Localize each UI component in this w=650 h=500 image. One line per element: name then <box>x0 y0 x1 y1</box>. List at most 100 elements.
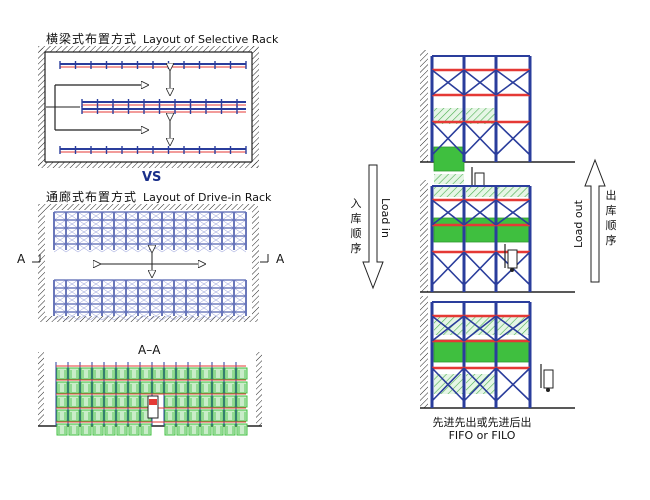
pallet-cell <box>68 409 80 422</box>
pallet-cell <box>140 423 152 436</box>
pallet-cell <box>164 423 176 436</box>
pallet-cell <box>68 395 80 408</box>
pallet-cell <box>116 409 128 422</box>
pallet-cell <box>200 395 212 408</box>
pallet-cell <box>212 395 224 408</box>
pallet-cell <box>56 395 68 408</box>
pallet-cell <box>68 423 80 436</box>
forklift-icon <box>504 244 518 272</box>
pallet-cell <box>80 381 92 394</box>
load-out-char: 库 <box>605 204 617 217</box>
load-out-char: 序 <box>605 234 617 247</box>
fifo-elevation-panels <box>420 50 575 409</box>
pallet-cell <box>104 423 116 436</box>
pallet-cell <box>152 381 164 394</box>
drive-in-title-en: Layout of Drive-in Rack <box>143 191 272 204</box>
pallet-cell <box>176 409 188 422</box>
pallet-cell <box>164 367 176 380</box>
load-out-char: 出 <box>605 189 617 202</box>
pallet-cell <box>224 395 236 408</box>
pallet-cell <box>92 367 104 380</box>
pallet-cell <box>236 381 248 394</box>
load-in-arrow <box>362 164 384 290</box>
pallet-cell <box>104 395 116 408</box>
pallet-cell <box>176 395 188 408</box>
pallet-cell <box>104 381 116 394</box>
pallet-cell <box>164 409 176 422</box>
section-aa-label: A–A <box>138 343 161 357</box>
pallet-cell <box>92 381 104 394</box>
pallet-cell <box>188 395 200 408</box>
pallet-cell <box>236 423 248 436</box>
pallet-cell <box>212 423 224 436</box>
pallet-cell <box>92 409 104 422</box>
section-marker-right: A <box>276 252 285 266</box>
pallet-cell <box>212 409 224 422</box>
selective-rack-row <box>59 61 247 69</box>
pallet-cell <box>152 367 164 380</box>
pallet-cell <box>104 367 116 380</box>
load-in-char: 入 <box>350 197 362 210</box>
pallet-cell <box>92 423 104 436</box>
pallet-cell <box>80 423 92 436</box>
pallet-cell <box>128 423 140 436</box>
selective-rack-row <box>81 106 246 114</box>
pallet-cell <box>104 409 116 422</box>
pallet-cell <box>200 367 212 380</box>
pallet-cell <box>176 381 188 394</box>
pallet-cell <box>236 395 248 408</box>
pallet-cell <box>116 395 128 408</box>
pallet-cell <box>128 395 140 408</box>
pallet-cell <box>212 367 224 380</box>
rack-elevation-panel <box>420 296 575 409</box>
drive-in-rack-block <box>53 279 247 321</box>
vs-label: VS <box>142 170 162 185</box>
pallet-cell <box>176 423 188 436</box>
load-in-cn-label: 入 库 顺 序 <box>349 196 363 256</box>
load-in-char: 顺 <box>350 227 362 240</box>
pallet-cell <box>236 409 248 422</box>
drive-in-rack-layout <box>32 204 269 322</box>
pallet-cell <box>140 381 152 394</box>
pallet-cell <box>188 381 200 394</box>
pallet-cell <box>80 395 92 408</box>
load-out-arrow <box>584 158 606 283</box>
pallet-cell <box>188 409 200 422</box>
caption-cn: 先进先出或先进后出 <box>432 416 532 429</box>
pallet-cell <box>140 367 152 380</box>
drive-in-title-cn: 通廊式布置方式 <box>46 190 138 204</box>
pallet-cell <box>116 423 128 436</box>
pallet-cell <box>200 423 212 436</box>
pallet-cell <box>56 381 68 394</box>
pallet-cell <box>164 381 176 394</box>
pallet-cell <box>56 409 68 422</box>
selective-title-cn: 横梁式布置方式 <box>46 32 138 46</box>
pallet-cell <box>128 367 140 380</box>
rack-elevation-panel <box>420 50 575 195</box>
pallet-cell <box>224 423 236 436</box>
selective-title-en: Layout of Selective Rack <box>143 33 279 46</box>
caption-en: FIFO or FILO <box>448 429 516 442</box>
pallet-cell <box>224 367 236 380</box>
pallet-cell <box>80 409 92 422</box>
pallet-cell <box>176 367 188 380</box>
pallet-cell <box>236 367 248 380</box>
forklift-icon <box>147 395 159 419</box>
drive-in-rack-block <box>53 211 247 253</box>
selective-layout-title: 横梁式布置方式 Layout of Selective Rack <box>46 30 278 47</box>
drive-in-layout-title: 通廊式布置方式 Layout of Drive-in Rack <box>46 188 271 205</box>
rack-elevation-panel <box>420 180 575 293</box>
pallet-cell <box>56 367 68 380</box>
pallet-cell <box>200 409 212 422</box>
pallet-cell <box>200 381 212 394</box>
pallet-cell <box>212 381 224 394</box>
pallet-cell <box>224 409 236 422</box>
section-marker-left: A <box>17 252 26 266</box>
load-in-char: 库 <box>350 212 362 225</box>
pallet-cell <box>116 367 128 380</box>
pallet-cell <box>188 423 200 436</box>
pallet-cell <box>68 367 80 380</box>
pallet-cell <box>92 395 104 408</box>
pallet-cell <box>188 367 200 380</box>
